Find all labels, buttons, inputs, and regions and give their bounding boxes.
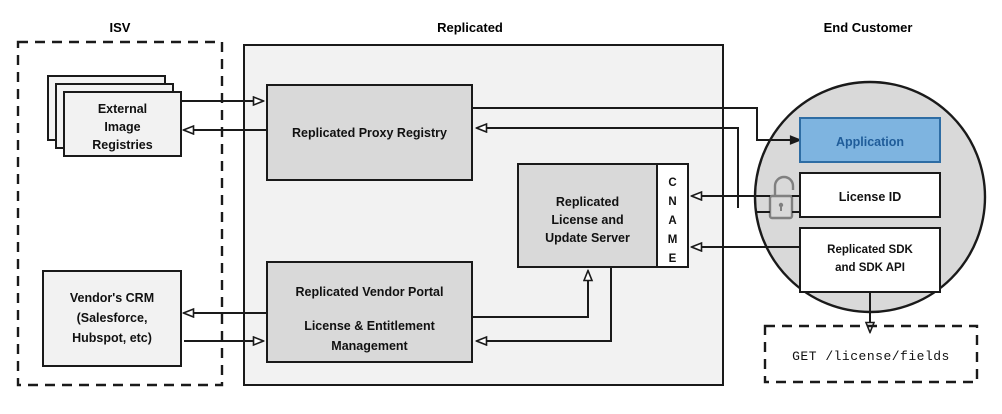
external-image-registries-node[interactable]: External Image Registries bbox=[47, 75, 182, 157]
isv-zone-boundary bbox=[16, 40, 224, 387]
api-call-label: GET /license/fields bbox=[792, 349, 950, 364]
unlock-icon bbox=[768, 175, 795, 220]
proxy-registry-label: Replicated Proxy Registry bbox=[292, 126, 447, 140]
registries-label-line-1: External bbox=[98, 102, 147, 116]
crm-label-line-2: (Salesforce, bbox=[77, 311, 148, 325]
crm-label-line-3: Hubspot, etc) bbox=[72, 331, 152, 345]
edge-application-to-proxy bbox=[477, 128, 739, 208]
registries-label-line-2: Image bbox=[104, 120, 140, 134]
license-id-label: License ID bbox=[839, 190, 902, 204]
license-id-node[interactable]: License ID bbox=[799, 172, 941, 218]
cname-letter-m: M bbox=[668, 234, 678, 246]
crm-label-line-1: Vendor's CRM bbox=[70, 291, 154, 305]
cname-letter-n: N bbox=[668, 196, 676, 208]
replicated-vendor-portal-node[interactable]: Replicated Vendor Portal License & Entit… bbox=[266, 261, 473, 363]
replicated-sdk-node[interactable]: Replicated SDK and SDK API bbox=[799, 227, 941, 293]
license-server-label-line-2: License and bbox=[551, 213, 623, 227]
zone-label-isv: ISV bbox=[110, 20, 131, 35]
replicated-license-update-server-node[interactable]: Replicated License and Update Server bbox=[517, 163, 658, 268]
vendors-crm-node[interactable]: Vendor's CRM (Salesforce, Hubspot, etc) bbox=[42, 270, 182, 367]
license-server-label-line-1: Replicated bbox=[556, 195, 619, 209]
application-label: Application bbox=[836, 135, 904, 149]
cname-letter-a: A bbox=[668, 215, 676, 227]
registries-label-line-3: Registries bbox=[92, 138, 152, 152]
zone-label-end-customer: End Customer bbox=[824, 20, 913, 35]
replicated-proxy-registry-node[interactable]: Replicated Proxy Registry bbox=[266, 84, 473, 181]
vendor-portal-label-line-3: License & Entitlement bbox=[304, 319, 435, 333]
vendor-portal-label-line-1: Replicated Vendor Portal bbox=[296, 285, 444, 299]
edge-license-server-to-vendor-portal bbox=[477, 267, 612, 341]
cname-letter-c: C bbox=[668, 177, 676, 189]
cname-letter-e: E bbox=[669, 253, 677, 265]
license-server-label-line-3: Update Server bbox=[545, 231, 630, 245]
sdk-label-line-2: and SDK API bbox=[835, 262, 905, 274]
cname-strip-node[interactable]: C N A M E bbox=[656, 163, 689, 268]
edge-proxy-to-application bbox=[472, 107, 800, 140]
edge-vendor-portal-to-license-server bbox=[472, 271, 588, 318]
vendor-portal-label-line-4: Management bbox=[331, 339, 408, 353]
application-node[interactable]: Application bbox=[799, 117, 941, 163]
sdk-label-line-1: Replicated SDK bbox=[827, 244, 913, 256]
zone-label-replicated: Replicated bbox=[437, 20, 503, 35]
api-call-node[interactable]: GET /license/fields bbox=[763, 324, 979, 384]
